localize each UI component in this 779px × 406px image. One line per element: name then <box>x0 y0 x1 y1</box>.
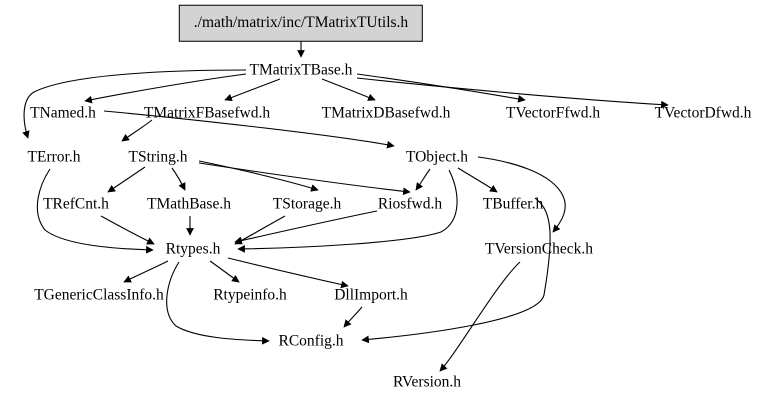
node-tnamed[interactable]: TNamed.h <box>30 104 96 122</box>
node-tmatrixdbasefwd[interactable]: TMatrixDBasefwd.h <box>321 104 451 122</box>
edge-rtypes-to-rconfig <box>166 261 270 345</box>
edge-rtypes-to-dllimport <box>227 257 349 289</box>
edge-tmatrixtbase-to-tnamed <box>84 73 247 104</box>
node-tmatrixtbase[interactable]: TMatrixTBase.h <box>249 61 353 79</box>
node-rtypes[interactable]: Rtypes.h <box>165 240 221 258</box>
node-rtypeinfo[interactable]: Rtypeinfo.h <box>213 286 287 304</box>
edge-tnamed-to-tobject <box>103 110 395 149</box>
node-tmatrixfbasefwd[interactable]: TMatrixFBasefwd.h <box>143 104 271 122</box>
edge-rtypes-to-rtypeinfo <box>209 260 240 283</box>
edge-tmatrixtbase-to-terror <box>22 69 247 139</box>
node-trefcnt[interactable]: TRefCnt.h <box>43 195 109 213</box>
node-tbuffer[interactable]: TBuffer.h <box>482 195 544 213</box>
edge-tnamed-to-tstring <box>121 119 153 142</box>
edge-tstring-to-riosfwd <box>198 162 411 196</box>
edge-tstring-to-tstorage <box>198 160 319 192</box>
edge-tobject-to-riosfwd <box>415 168 431 191</box>
edge-tmatrixtbase-to-tvectordfwd <box>356 77 669 109</box>
edge-rtypes-to-tgenericclassinfo <box>123 260 169 283</box>
node-tstorage[interactable]: TStorage.h <box>272 195 342 213</box>
node-tgenericclassinfo[interactable]: TGenericClassInfo.h <box>34 286 164 304</box>
node-tmathbase[interactable]: TMathBase.h <box>147 195 231 213</box>
edge-tstring-to-trefcnt <box>107 166 146 193</box>
edge-riosfwd-to-rtypes <box>234 210 378 245</box>
edge-tstring-to-tmathbase <box>171 167 186 191</box>
edge-dllimport-to-rconfig <box>343 306 363 328</box>
edge-tobject-to-tbuffer <box>457 167 498 193</box>
node-dllimport[interactable]: DllImport.h <box>334 286 408 304</box>
edge-terror-to-rtypes <box>36 168 154 254</box>
edge-tobject-to-tversioncheck <box>477 156 566 233</box>
node-tvectorffwd[interactable]: TVectorFfwd.h <box>505 104 601 122</box>
edge-tbuffer-to-rconfig <box>361 197 551 344</box>
edge-tversioncheck-to-rversion <box>439 261 521 372</box>
edge-tmatrixtbase-to-tmatrixdbasefwd <box>321 78 376 101</box>
node-root-tmatrixtutils[interactable]: ./math/matrix/inc/TMatrixTUtils.h <box>178 4 424 42</box>
node-riosfwd[interactable]: Riosfwd.h <box>377 195 443 213</box>
edge-tobject-to-rtypes <box>237 169 458 253</box>
node-tversioncheck[interactable]: TVersionCheck.h <box>484 240 594 258</box>
node-tvectordfwd[interactable]: TVectorDfwd.h <box>654 104 752 122</box>
node-terror[interactable]: TError.h <box>27 148 81 166</box>
node-tobject[interactable]: TObject.h <box>405 148 469 166</box>
node-rconfig[interactable]: RConfig.h <box>278 332 344 350</box>
node-rversion[interactable]: RVersion.h <box>392 373 462 391</box>
edge-trefcnt-to-rtypes <box>100 215 155 245</box>
node-tstring[interactable]: TString.h <box>128 148 188 166</box>
edge-tmatrixtbase-to-tmatrixfbasefwd <box>224 78 281 102</box>
